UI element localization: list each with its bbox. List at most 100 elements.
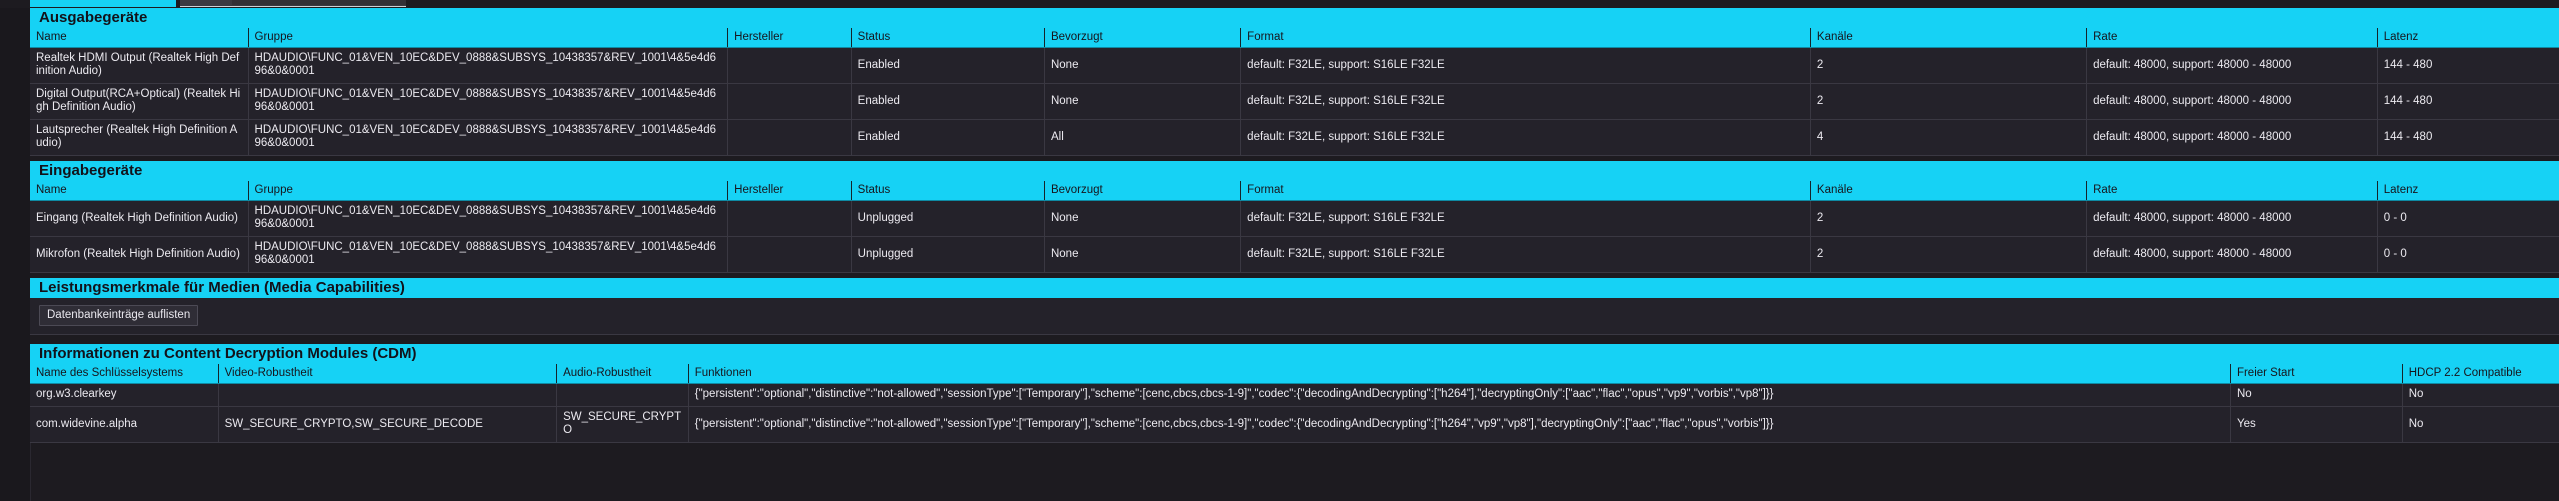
cell-preferred: None	[1044, 236, 1242, 273]
cell-name: Lautsprecher (Realtek High Definition Au…	[30, 119, 249, 156]
cut-off-panel-inner	[232, 0, 406, 5]
section-title-input-devices: Eingabegeräte	[30, 161, 2559, 181]
section-title-cdm: Informationen zu Content Decryption Modu…	[30, 344, 2559, 364]
left-rail	[0, 0, 31, 501]
cell-group: HDAUDIO\FUNC_01&VEN_10EC&DEV_0888&SUBSYS…	[248, 236, 729, 273]
section-spacer	[30, 156, 2559, 161]
col-header-rate[interactable]: Rate	[2086, 181, 2378, 201]
cell-manufacturer	[727, 83, 852, 120]
col-header-unprotected-start[interactable]: Freier Start	[2230, 364, 2403, 384]
col-header-audio-robustness[interactable]: Audio-Robustheit	[556, 364, 689, 384]
cell-capabilities: {"persistent":"optional","distinctive":"…	[688, 383, 2231, 407]
table-row[interactable]: Realtek HDMI Output (Realtek High Defini…	[30, 47, 2559, 84]
cell-group: HDAUDIO\FUNC_01&VEN_10EC&DEV_0888&SUBSYS…	[248, 200, 729, 237]
cell-group: HDAUDIO\FUNC_01&VEN_10EC&DEV_0888&SUBSYS…	[248, 83, 729, 120]
cell-rate: default: 48000, support: 48000 - 48000	[2086, 83, 2378, 120]
cell-unprotected-start: No	[2230, 383, 2403, 407]
cell-hdcp22: No	[2402, 383, 2559, 407]
cell-status: Enabled	[851, 47, 1045, 84]
cell-name: Mikrofon (Realtek High Definition Audio)	[30, 236, 249, 273]
cell-video-robustness: SW_SECURE_CRYPTO,SW_SECURE_DECODE	[218, 406, 558, 443]
col-header-capabilities[interactable]: Funktionen	[688, 364, 2231, 384]
cell-key-system: org.w3.clearkey	[30, 383, 219, 407]
table-row[interactable]: org.w3.clearkey {"persistent":"optional"…	[30, 383, 2559, 407]
cell-hdcp22: No	[2402, 406, 2559, 443]
col-header-preferred[interactable]: Bevorzugt	[1044, 181, 1242, 201]
cell-preferred: None	[1044, 83, 1242, 120]
media-internals-content: Ausgabegeräte Name Gruppe Hersteller Sta…	[30, 8, 2559, 501]
table-row[interactable]: Digital Output(RCA+Optical) (Realtek Hig…	[30, 83, 2559, 120]
cell-latency: 144 - 480	[2377, 119, 2559, 156]
media-capabilities-panel: Datenbankeinträge auflisten	[30, 298, 2559, 335]
cell-channels: 2	[1810, 83, 2088, 120]
cell-group: HDAUDIO\FUNC_01&VEN_10EC&DEV_0888&SUBSYS…	[248, 47, 729, 84]
col-header-status[interactable]: Status	[851, 181, 1045, 201]
cell-channels: 2	[1810, 236, 2088, 273]
section-spacer	[30, 273, 2559, 278]
table-row[interactable]: com.widevine.alpha SW_SECURE_CRYPTO,SW_S…	[30, 406, 2559, 443]
cell-rate: default: 48000, support: 48000 - 48000	[2086, 236, 2378, 273]
col-header-group[interactable]: Gruppe	[248, 28, 729, 48]
cell-channels: 4	[1810, 119, 2088, 156]
table-row[interactable]: Eingang (Realtek High Definition Audio) …	[30, 200, 2559, 237]
cell-rate: default: 48000, support: 48000 - 48000	[2086, 47, 2378, 84]
col-header-format[interactable]: Format	[1240, 181, 1811, 201]
col-header-group[interactable]: Gruppe	[248, 181, 729, 201]
cell-key-system: com.widevine.alpha	[30, 406, 219, 443]
col-header-video-robustness[interactable]: Video-Robustheit	[218, 364, 558, 384]
col-header-key-system[interactable]: Name des Schlüsselsystems	[30, 364, 219, 384]
output-devices-header-row: Name Gruppe Hersteller Status Bevorzugt …	[30, 28, 2559, 48]
cell-group: HDAUDIO\FUNC_01&VEN_10EC&DEV_0888&SUBSYS…	[248, 119, 729, 156]
cut-off-panel	[180, 0, 406, 7]
col-header-rate[interactable]: Rate	[2086, 28, 2378, 48]
cdm-table: Name des Schlüsselsystems Video-Robusthe…	[30, 364, 2559, 443]
output-devices-table: Name Gruppe Hersteller Status Bevorzugt …	[30, 28, 2559, 156]
cell-manufacturer	[727, 236, 852, 273]
col-header-status[interactable]: Status	[851, 28, 1045, 48]
input-devices-header-row: Name Gruppe Hersteller Status Bevorzugt …	[30, 181, 2559, 201]
cell-status: Unplugged	[851, 236, 1045, 273]
cell-video-robustness	[218, 383, 558, 407]
section-title-output-devices: Ausgabegeräte	[30, 8, 2559, 28]
cell-audio-robustness	[556, 383, 689, 407]
col-header-channels[interactable]: Kanäle	[1810, 181, 2088, 201]
cell-latency: 144 - 480	[2377, 47, 2559, 84]
section-spacer	[30, 335, 2559, 344]
cell-name: Realtek HDMI Output (Realtek High Defini…	[30, 47, 249, 84]
col-header-format[interactable]: Format	[1240, 28, 1811, 48]
cell-channels: 2	[1810, 200, 2088, 237]
cell-manufacturer	[727, 119, 852, 156]
input-devices-table: Name Gruppe Hersteller Status Bevorzugt …	[30, 181, 2559, 273]
list-database-entries-button[interactable]: Datenbankeinträge auflisten	[39, 305, 199, 326]
table-row[interactable]: Lautsprecher (Realtek High Definition Au…	[30, 119, 2559, 156]
cell-status: Enabled	[851, 83, 1045, 120]
cell-preferred: None	[1044, 200, 1242, 237]
section-title-media-capabilities: Leistungsmerkmale für Medien (Media Capa…	[30, 278, 2559, 298]
cut-off-top-strip	[0, 0, 2559, 8]
col-header-preferred[interactable]: Bevorzugt	[1044, 28, 1242, 48]
col-header-latency[interactable]: Latenz	[2377, 28, 2559, 48]
table-row[interactable]: Mikrofon (Realtek High Definition Audio)…	[30, 236, 2559, 273]
cell-manufacturer	[727, 47, 852, 84]
cell-name: Digital Output(RCA+Optical) (Realtek Hig…	[30, 83, 249, 120]
cell-manufacturer	[727, 200, 852, 237]
cell-name: Eingang (Realtek High Definition Audio)	[30, 200, 249, 237]
cell-format: default: F32LE, support: S16LE F32LE	[1240, 47, 1811, 84]
col-header-latency[interactable]: Latenz	[2377, 181, 2559, 201]
col-header-hdcp22[interactable]: HDCP 2.2 Compatible	[2402, 364, 2559, 384]
cell-latency: 0 - 0	[2377, 200, 2559, 237]
cell-rate: default: 48000, support: 48000 - 48000	[2086, 119, 2378, 156]
cdm-header-row: Name des Schlüsselsystems Video-Robusthe…	[30, 364, 2559, 384]
cell-preferred: None	[1044, 47, 1242, 84]
col-header-name[interactable]: Name	[30, 181, 249, 201]
cell-audio-robustness: SW_SECURE_CRYPTO	[556, 406, 689, 443]
col-header-manufacturer[interactable]: Hersteller	[727, 28, 852, 48]
cell-channels: 2	[1810, 47, 2088, 84]
col-header-manufacturer[interactable]: Hersteller	[727, 181, 852, 201]
cell-status: Enabled	[851, 119, 1045, 156]
col-header-name[interactable]: Name	[30, 28, 249, 48]
col-header-channels[interactable]: Kanäle	[1810, 28, 2088, 48]
cell-rate: default: 48000, support: 48000 - 48000	[2086, 200, 2378, 237]
cell-unprotected-start: Yes	[2230, 406, 2403, 443]
cell-latency: 144 - 480	[2377, 83, 2559, 120]
